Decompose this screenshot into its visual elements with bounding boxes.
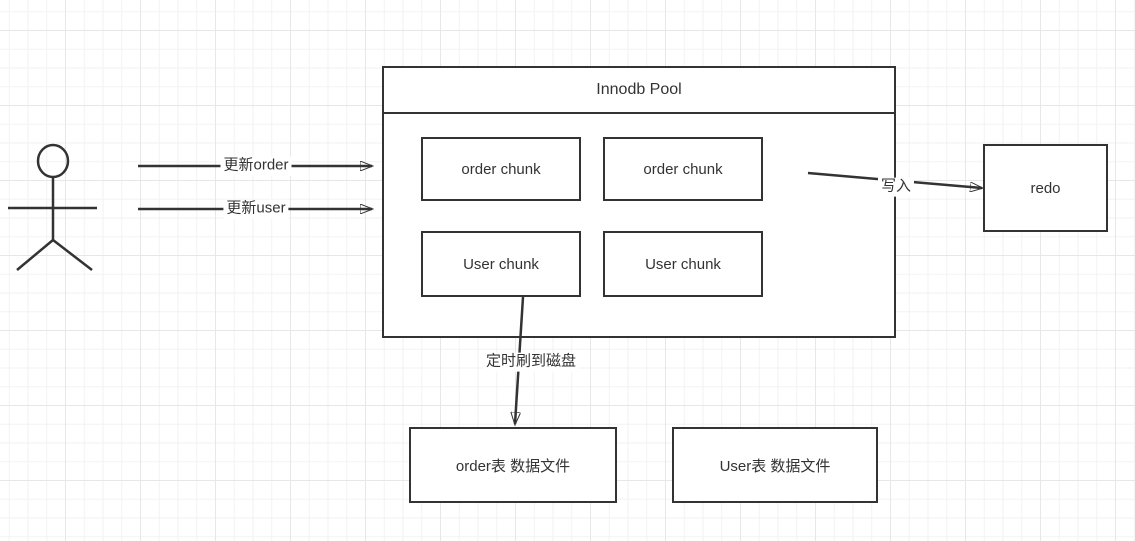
- order-chunk-label-2: order chunk: [643, 160, 723, 178]
- edge-write-redo-label[interactable]: 写入: [877, 177, 915, 197]
- user-chunk-box-2[interactable]: User chunk: [603, 231, 763, 297]
- actor-leg-right: [52, 239, 93, 271]
- user-table-datafile-label: User表 数据文件: [719, 457, 831, 475]
- actor-leg-left: [16, 239, 54, 271]
- order-chunk-label-1: order chunk: [461, 160, 541, 178]
- innodb-pool-title: Innodb Pool: [384, 68, 894, 114]
- order-table-datafile-box[interactable]: order表 数据文件: [409, 427, 617, 503]
- user-chunk-box-1[interactable]: User chunk: [421, 231, 581, 297]
- user-chunk-label-2: User chunk: [645, 255, 721, 273]
- user-chunk-label-1: User chunk: [463, 255, 539, 273]
- redo-label: redo: [1030, 179, 1061, 197]
- order-chunk-box-2[interactable]: order chunk: [603, 137, 763, 201]
- order-table-datafile-label: order表 数据文件: [455, 457, 571, 475]
- redo-box[interactable]: redo: [983, 144, 1108, 232]
- innodb-pool-container[interactable]: Innodb Pool order chunk order chunk User…: [382, 66, 896, 338]
- actor-head: [36, 143, 70, 179]
- edge-update-user-label[interactable]: 更新user: [223, 199, 289, 219]
- edge-update-order-label[interactable]: 更新order: [220, 156, 292, 176]
- order-chunk-box-1[interactable]: order chunk: [421, 137, 581, 201]
- edge-flush-disk-label[interactable]: 定时刷到磁盘: [482, 352, 580, 372]
- actor-stick-figure[interactable]: [8, 143, 97, 271]
- user-table-datafile-box[interactable]: User表 数据文件: [672, 427, 878, 503]
